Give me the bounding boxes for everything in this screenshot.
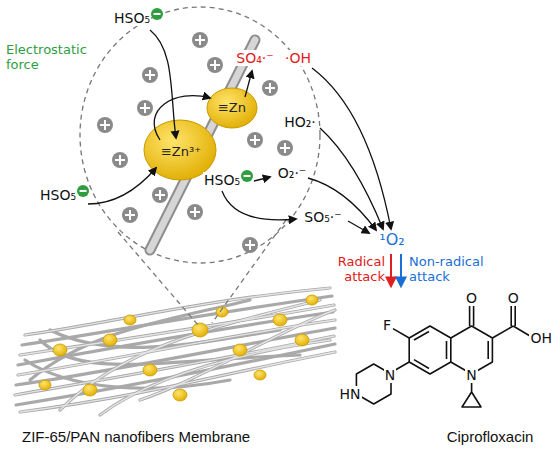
- species-label: SO₅·⁻: [303, 209, 342, 225]
- atom-label: F: [382, 317, 392, 333]
- force-label: Electrostatic force: [6, 43, 87, 73]
- atom-label: N: [384, 367, 396, 383]
- species-label: O₂·⁻: [277, 165, 307, 181]
- negative-charge: [77, 185, 89, 197]
- atom-label: O: [465, 290, 478, 306]
- atom-label: OH: [529, 330, 553, 346]
- metal-site-label: ≡Zn: [218, 101, 246, 116]
- species-label: HO₂·: [283, 114, 317, 130]
- zoom-ellipse: [80, 7, 320, 263]
- negative-charge: [151, 8, 163, 20]
- caption: ZIF-65/PAN nanofibers Membrane: [22, 428, 250, 445]
- singlet-oxygen-label: ¹O₂: [378, 231, 405, 249]
- molecule-structure: [356, 306, 530, 407]
- atom-label: HN: [339, 386, 362, 402]
- nonradical-arrow: [400, 254, 402, 286]
- species-label: HSO₅: [113, 10, 151, 26]
- caption: Ciprofloxacin: [447, 428, 534, 445]
- zif-crystal: [207, 88, 257, 128]
- atom-label: N: [465, 367, 477, 383]
- negative-charge: [241, 170, 253, 182]
- zoom-lines: [118, 220, 286, 325]
- nanofiber-mat: [15, 288, 335, 415]
- zif-particles: [39, 295, 318, 401]
- radical-label: SO₄·⁻: [235, 50, 274, 66]
- reaction-arrow: [88, 30, 391, 233]
- pathway-label: Radical attack: [338, 255, 385, 285]
- species-label: HSO₅: [39, 187, 77, 203]
- atom-label: O: [507, 290, 520, 306]
- pathway-label: Non-radical attack: [409, 255, 509, 285]
- positive-charge: [97, 32, 293, 253]
- radical-arrow: [390, 254, 392, 286]
- species-label: HSO₅: [203, 172, 241, 188]
- metal-site-label: ≡Zn³⁺: [161, 145, 201, 160]
- radical-label: ·OH: [284, 50, 312, 66]
